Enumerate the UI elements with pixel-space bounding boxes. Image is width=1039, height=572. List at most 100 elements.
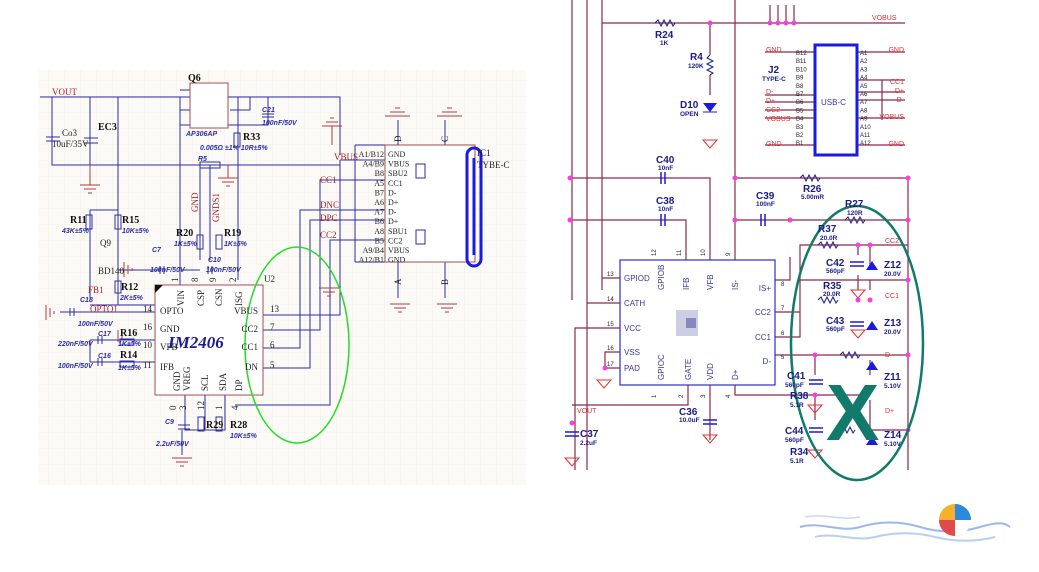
left-chip-pins-bottom-num-4-label: 4 [230,405,240,410]
right-z11-val-label: 5.10V [884,383,902,390]
right-j2-right-pins-4-label: A5 [860,84,868,90]
r33-resistor [233,132,241,148]
left-ic1-pin-names-9-label: CC2 [388,236,403,245]
right-d10-label: D10 [680,100,699,111]
left-r28-val-label: 10K±5% [230,433,258,440]
left-ic1-pin-names-0-label: GND [388,150,406,159]
left-ic1-pin-nums-3-label: A5 [374,179,384,188]
right-r26-val-label: 5.00mR [801,194,824,201]
right-chip-right-2-label: CC1 [755,333,772,342]
r12-resistor [114,280,122,294]
left-net-dpc-label: DPC [320,213,338,223]
left-ic1-pin-names-10-label: VBUS [388,246,409,255]
left-c18-label: C18 [80,297,93,304]
left-ic1-pin-nums-1-label: A4/B9 [363,160,384,169]
right-chip-left-num-4-label: 17 [607,362,614,368]
right-j2-left-pins-6-label: B6 [796,100,804,106]
left-r12-val-label: 2K±5% [119,295,144,302]
left-ic1-pin-nums-4-label: B7 [375,188,384,197]
left-r14-label: R14 [120,350,137,361]
right-c37-label: C37 [580,429,599,440]
resistor-symbols [654,18,866,435]
right-j2-right-pins-1-label: A2 [860,59,868,65]
right-j2-right-nets-3-label: D- [897,97,905,104]
left-ic1-label: IC1 [477,148,491,158]
left-r29-label: R29 [206,420,223,431]
left-ic1-pin-names-4-label: D- [388,188,397,197]
right-r35-val-label: 20.0R [823,291,841,298]
q6-mosfet [189,82,229,129]
right-z11-label: Z11 [884,372,901,383]
right-chip-top-num-0-label: 12 [652,249,658,256]
left-r14-val-label: 1K±5% [118,365,142,372]
right-chip-left-4-label: PAD [624,364,640,373]
right-chip-bottom-num-1-label: 2 [679,394,685,398]
left-chip-pins-bottom-num-3-label: 1 [214,406,224,411]
capacitor-symbols [46,113,274,430]
left-chip-pins-left-2-label: VFB [160,342,178,352]
left-chip-pins-bottom-4-label: DP [234,379,244,391]
right-j2-right-pins-0-label: A1 [860,51,868,57]
left-r19-val-label: 1K±5% [224,241,248,248]
typec-plug-outline [465,146,483,268]
right-j2-left-pins-4-label: B8 [796,84,804,90]
right-j2-left-pins-10-label: B2 [796,133,804,139]
right-z13-label: Z13 [884,318,902,329]
r29-resistor [197,416,205,432]
right-z12-label: Z12 [884,260,902,271]
left-r20-label: R20 [176,228,193,239]
left-chip-pins-right-num-0-label: 13 [270,304,280,314]
right-r27-label: R27 [845,199,864,210]
left-net-cc1-label: CC1 [320,175,337,185]
right-r34-val-label: 5.1R [790,458,804,465]
right-r38-val-label: 5.1R [790,402,804,409]
left-chip-pins-left-num-3-label: 11 [143,360,152,370]
left-r15-val-label: 10K±5% [122,228,150,235]
right-j2-right-nets-5-label: GND [888,141,904,148]
left-c10-label: C10 [208,257,221,264]
left-chip-pins-bottom-num-2-label: 12 [196,401,206,410]
right-j2-right-pins-9-label: A10 [860,125,871,131]
right-c43-label: C43 [826,316,845,327]
right-chip-top-num-3-label: 9 [726,252,732,256]
right-j2-left-pins-5-label: B7 [796,92,804,98]
right-j2-left-nets-4-label: VOBUS [766,116,791,123]
left-chip-pins-left-num-0-label: 14 [143,304,153,314]
right-chip-right-num-0-label: 8 [781,282,785,288]
right-j2-left-pins-9-label: B3 [796,125,804,131]
right-c40-val-label: 10nF [658,165,673,172]
right-c36-val-label: 10.0uF [679,417,700,424]
right-j2-left-nets-0-label: GND [766,47,782,54]
left-ic1-pin-names-5-label: D+ [388,198,399,207]
left-ic1-pin-nums-9-label: B5 [375,236,384,245]
left-c10-val-label: 100nF/50V [206,267,242,274]
left-ic1-pin-nums-5-label: A6 [374,198,384,207]
right-chip-top-1-label: IFB [682,278,691,290]
right-chip-bottom-2-label: VDD [706,363,715,380]
r5-resistor [199,161,221,169]
left-chip-pins-top-0-label: VIN [176,290,186,306]
left-ic1-pin-nums-7-label: B6 [375,217,384,226]
left-c9-val-label: 2.2uF/50V [155,441,190,448]
right-chip-right-0-label: IS+ [759,284,772,293]
left-r11-label: R11 [70,215,87,226]
left-c16-val-label: 100nF/50V [58,363,94,370]
right-c36-label: C36 [679,407,698,418]
left-chip-pins-bottom-2-label: SCL [200,374,210,391]
right-j2-left-pins-3-label: B9 [796,76,804,82]
left-chip-pins-left-0-label: OPTO [160,306,184,316]
left-c21-label: C21 [262,107,275,114]
right-j2-left-pins-11-label: B1 [796,141,804,147]
r14-resistor [119,360,135,368]
left-ic1-pin-nums-6-label: A7 [374,208,384,217]
left-ec3-label: EC3 [98,122,117,133]
left-r11-val-label: 43K±5% [61,228,90,235]
right-j2-right-nets-4-label: VOBUS [879,114,904,121]
right-r38-label: R38 [790,391,809,402]
left-c7-label: C7 [152,247,162,254]
right-chip-left-0-label: GPIOD [624,274,650,283]
left-chip-pins-top-1-label: CSP [196,290,206,306]
left-chip-pins-top-num-3-label: 2 [228,278,238,283]
